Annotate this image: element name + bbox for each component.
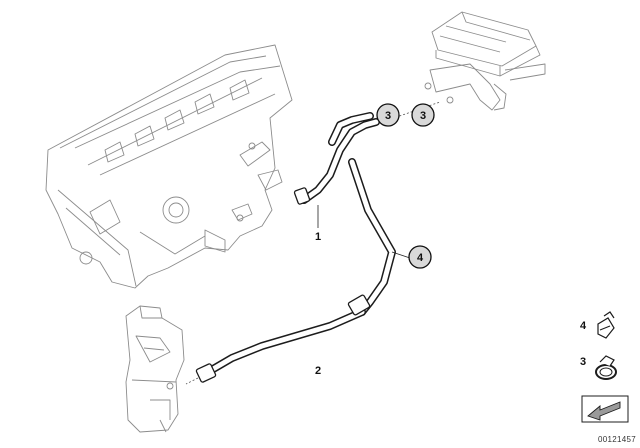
callout-clamp-b-label: 3 <box>420 110 426 122</box>
callout-hose-feed: 4 <box>391 245 432 269</box>
callout-hose-lower: 1 <box>315 205 321 243</box>
hose-4 <box>348 158 396 316</box>
hose-clamp-icon <box>595 355 617 380</box>
hose-1 <box>293 112 380 205</box>
callout-hose-expansion-label: 2 <box>315 365 321 377</box>
legend-clip: 4 <box>580 311 615 339</box>
heater-core-illustration <box>424 11 546 111</box>
callout-clamp-b: 3 <box>411 103 435 127</box>
hose-clip-icon <box>597 311 615 339</box>
callout-hose-lower-label: 1 <box>315 231 321 243</box>
callout-clamp-a: 3 <box>376 103 400 127</box>
callout-hose-feed-label: 4 <box>417 252 424 264</box>
legend-clip-label: 4 <box>580 320 587 332</box>
hose-2 <box>185 294 371 385</box>
callout-hose-expansion: 2 <box>315 365 321 377</box>
callout-clamp-a-label: 3 <box>385 110 391 122</box>
reference-number: 00121457 <box>598 435 636 444</box>
view-arrow-icon <box>581 395 629 423</box>
legend-clamp: 3 <box>580 355 617 380</box>
expansion-tank-illustration <box>125 305 185 433</box>
engine-block-illustration <box>45 44 293 289</box>
legend-clamp-label: 3 <box>580 356 586 368</box>
